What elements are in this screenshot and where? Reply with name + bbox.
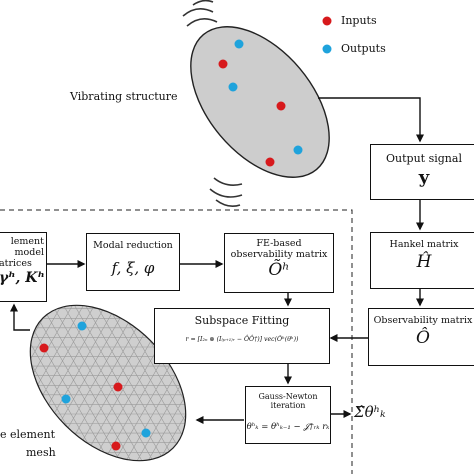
gauss-newton-box: Gauss-Newton iteration θʰₖ = θʰₖ₋₁ − 𝒥†ᵣ… [245,386,331,444]
modal-reduction-box: Modal reduction f, ξ, φ [86,233,180,291]
fe-observability-title-1: FE-based [256,238,302,249]
input-dot [111,441,121,451]
output-signal-symbol: y [418,167,430,188]
gauss-newton-title: Gauss-Newton iteration [258,392,318,410]
input-dot [113,382,123,392]
fe-mesh [0,279,216,474]
input-dot [39,343,49,353]
hankel-symbol: Ĥ [416,252,432,272]
modal-reduction-title: Modal reduction [93,240,173,251]
legend-inputs-label: Inputs [341,14,377,27]
output-dot [234,39,244,49]
observability-symbol: Ô [416,328,430,348]
fe-observability-symbol: Õʰ [268,260,290,280]
fe-model-box: lement model atrices γʰ, Kʰ [0,232,47,302]
legend-output-dot [322,44,332,54]
input-dot [276,101,286,111]
fe-model-title-2: atrices [0,258,32,269]
fe-observability-title-2: observability matrix [230,249,328,260]
output-signal-title: Output signal [386,152,462,165]
dashed-frame [0,209,353,474]
input-dot [265,157,275,167]
vibrating-structure-ellipse [190,26,330,178]
vibration-marks-top [182,0,218,27]
arrow-mesh-to-fe [10,303,30,331]
gauss-newton-formula: θʰₖ = θʰₖ₋₁ − 𝒥†ᵣₖ rₖ [246,422,330,432]
hankel-matrix-box: Hankel matrix Ĥ [370,232,474,289]
hankel-title: Hankel matrix [389,239,459,250]
output-signal-box: Output signal y [370,144,474,200]
observability-matrix-box: Observability matrix Ô [368,308,474,366]
fe-observability-box: FE-based observability matrix Õʰ [224,233,334,293]
output-dot [141,428,151,438]
input-dot [218,59,228,69]
vibration-marks-bottom [209,177,243,207]
legend-input-dot [322,16,332,26]
output-dot [61,394,71,404]
subspace-formula: r = [I₂ₙ ⊗ (I₍ₚ₊₁₎ᵣ − ÔÔ†)] vec(Õʰ(θʰ)) [185,336,299,343]
mesh-label-1: e element [0,428,55,441]
output-dot [228,82,238,92]
mesh-label-2: mesh [26,446,56,459]
arrow-structure-to-output [318,97,424,143]
subspace-title: Subspace Fitting [194,314,290,327]
modal-reduction-symbol: f, ξ, φ [111,259,155,277]
result-symbol: Σ̂θʰₖ [354,403,386,421]
subspace-fitting-box: Subspace Fitting r = [I₂ₙ ⊗ (I₍ₚ₊₁₎ᵣ − Ô… [154,308,330,364]
fe-model-symbol: γʰ, Kʰ [0,270,45,286]
structure-label: Vibrating structure [70,90,178,103]
fe-model-title-1: lement model [10,236,44,258]
output-dot [77,321,87,331]
output-dot [293,145,303,155]
observability-title: Observability matrix [373,315,473,326]
legend-outputs-label: Outputs [341,42,386,55]
